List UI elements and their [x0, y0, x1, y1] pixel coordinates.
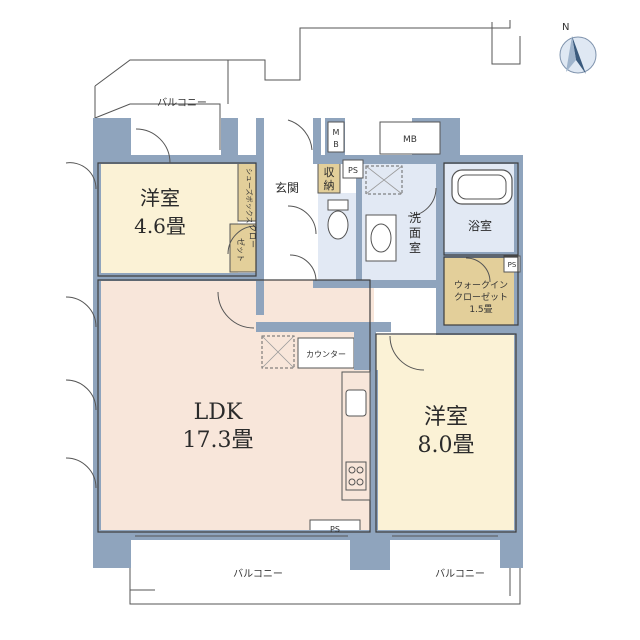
closet-floor [229, 223, 257, 273]
door-swings [65, 119, 491, 489]
ps-right-box [503, 255, 521, 273]
toilet-tank [327, 199, 349, 211]
western-room-small-floor [98, 163, 238, 276]
ps-top-box [342, 159, 364, 179]
room-washroom-line2: 面 [409, 226, 421, 240]
mb-left-box [327, 121, 345, 153]
room-storage-line1: 収 [324, 166, 335, 179]
room-ldk-name: LDK [194, 400, 243, 425]
washbasin-bowl [370, 223, 392, 253]
mb-right-label: MB [403, 135, 417, 145]
ps-bottom-label: PS [330, 525, 340, 534]
western-room-large-floor [376, 335, 518, 532]
shower-tray [365, 165, 403, 195]
walkin-closet-size: 1.5畳 [469, 304, 492, 315]
room-washroom-line1: 洗 [409, 211, 421, 225]
mb-right-box [379, 121, 441, 155]
counter-label: カウンター [306, 350, 346, 359]
mb-left-label-2: B [333, 140, 339, 149]
toilet [327, 210, 349, 240]
room-entrance-name: 玄関 [275, 180, 299, 195]
walkin-closet-line1: ウォークイン [454, 280, 508, 291]
compass-north-label: N [562, 22, 569, 33]
balcony-bottom-right-label: バルコニー [435, 568, 485, 580]
room-washroom-line3: 室 [409, 240, 421, 255]
closet-line2: ゼット [236, 238, 246, 262]
room-ldk-size: 17.3畳 [183, 428, 254, 453]
ps-right-label: PS [508, 261, 517, 269]
balcony-outlines [94, 20, 521, 605]
balcony-top-label: バルコニー [157, 97, 207, 109]
room-western-large-name: 洋室 [424, 405, 468, 430]
balcony-bottom-left-label: バルコニー [233, 568, 283, 580]
stove-icon [345, 461, 367, 491]
ps-top-label: PS [348, 166, 358, 175]
bathtub [451, 169, 513, 205]
walkin-closet-line2: クローゼット [454, 291, 508, 303]
walls [93, 118, 523, 570]
compass-icon: N [559, 22, 597, 74]
room-western-large-size: 8.0畳 [418, 433, 475, 458]
counter-floor [297, 337, 355, 369]
closet-line1: クロー [248, 224, 257, 248]
mb-left-label-1: M [333, 128, 340, 137]
kitchen-sink [345, 389, 367, 417]
room-outlines [97, 162, 519, 533]
room-western-small-size: 4.6畳 [134, 214, 186, 238]
room-storage-line2: 納 [324, 179, 335, 192]
room-western-small-name: 洋室 [140, 186, 180, 210]
room-bath-name: 浴室 [468, 218, 492, 233]
shoebox-label: シューズボックス [245, 168, 254, 223]
bathtub-inner [457, 174, 507, 200]
